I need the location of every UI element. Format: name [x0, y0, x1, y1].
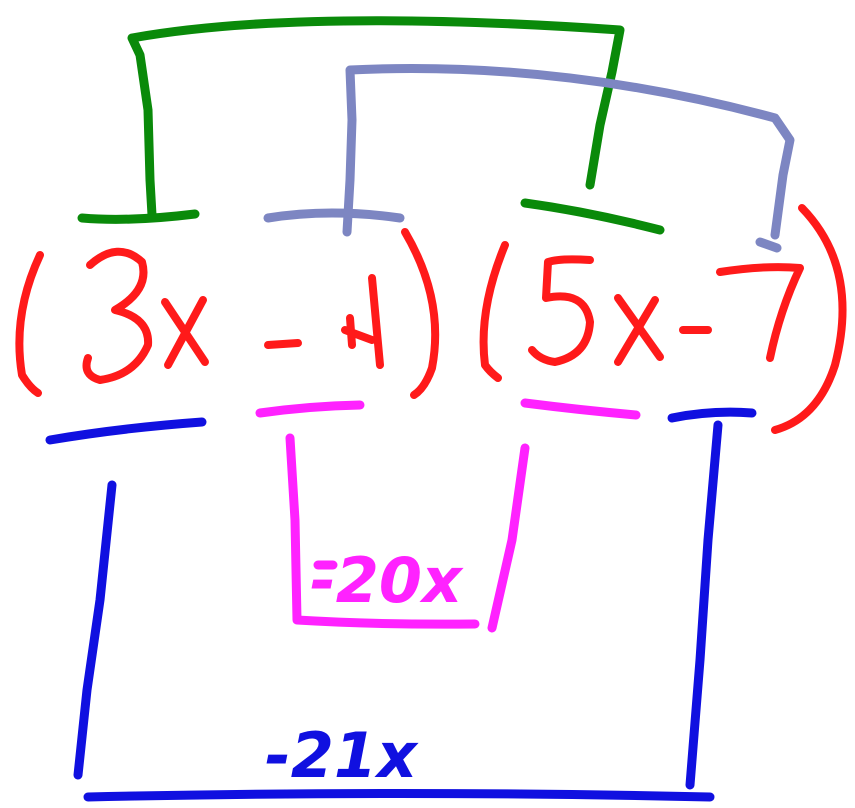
digit-3 [82, 247, 153, 384]
letter-x-1 [161, 296, 209, 369]
outer-product-label: -21x [265, 719, 419, 792]
last-terms-bracket [263, 64, 795, 253]
first-terms-bracket [77, 16, 665, 235]
outer-bracket [45, 407, 757, 802]
digit-5 [528, 255, 594, 366]
close-paren-2 [771, 204, 847, 434]
close-paren-1 [401, 228, 440, 399]
minus-1 [264, 339, 302, 349]
open-paren-2 [479, 241, 509, 382]
expression [15, 204, 847, 434]
inner-product-label: -20x [310, 544, 464, 617]
digit-4 [341, 274, 384, 369]
digit-7 [716, 263, 804, 362]
letter-x-2 [614, 294, 664, 366]
open-paren-1 [15, 251, 44, 397]
inner-bracket [255, 398, 641, 633]
